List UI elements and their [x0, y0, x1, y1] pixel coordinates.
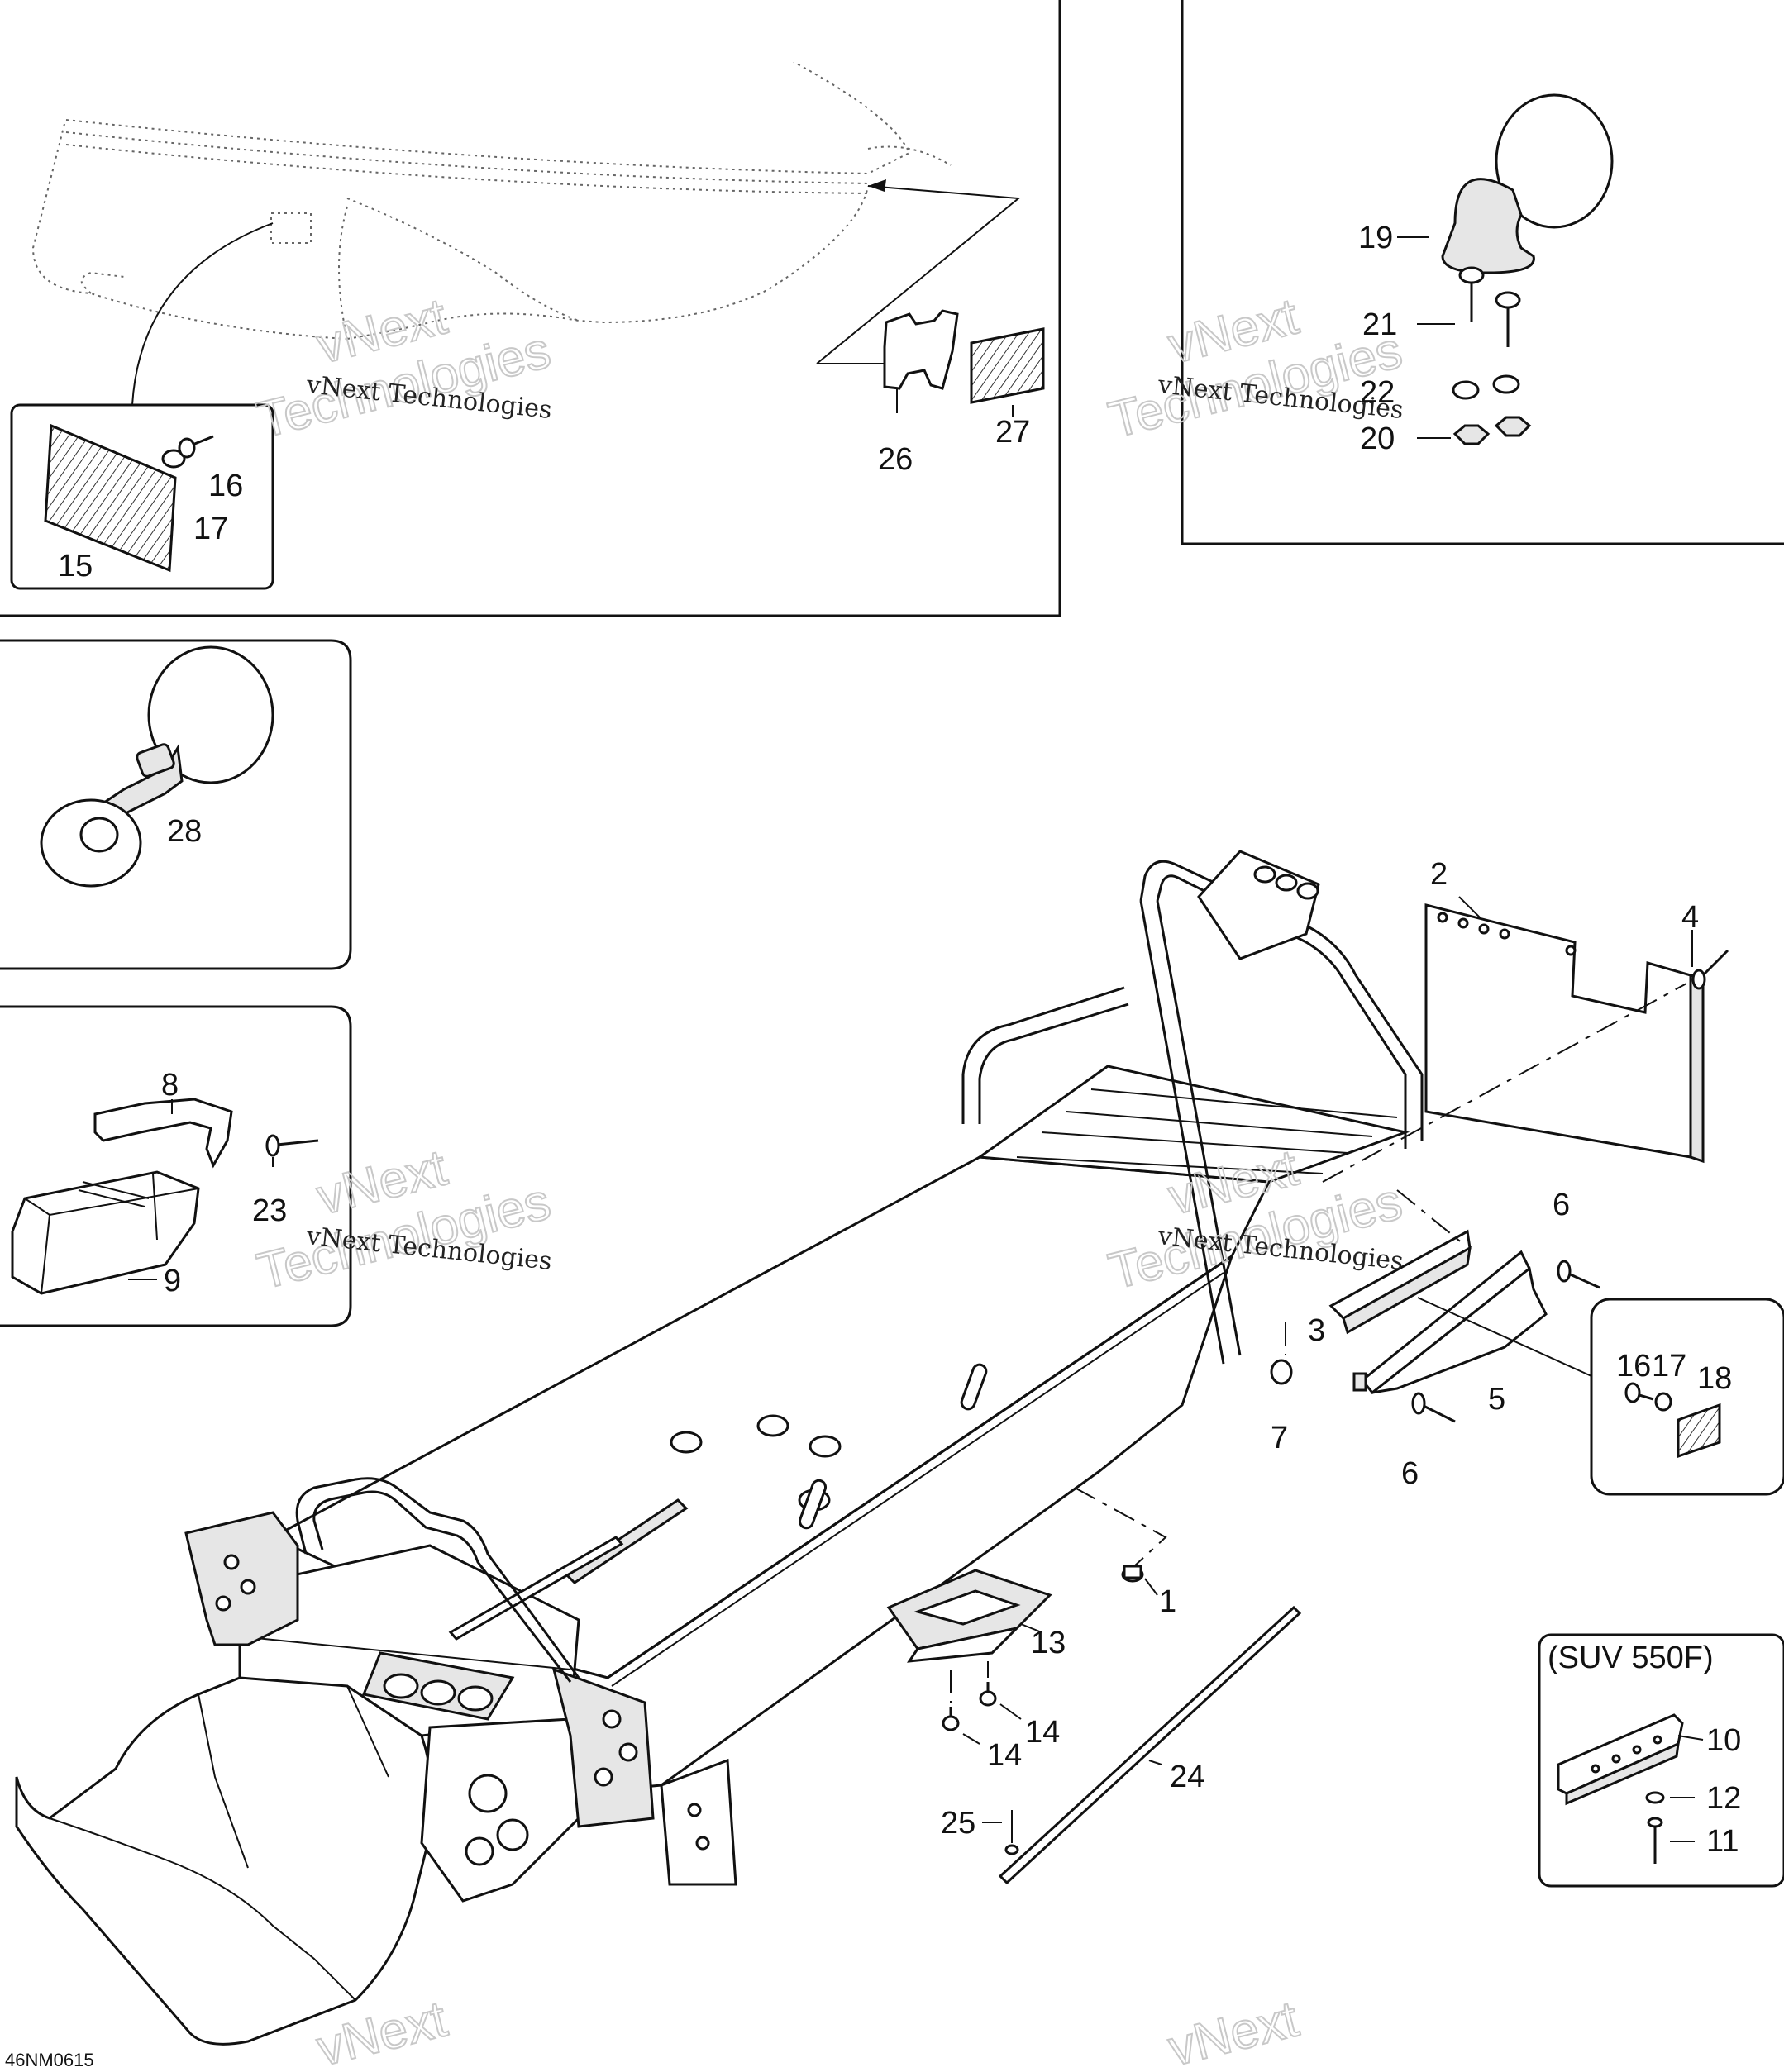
callout-14b: 14	[987, 1738, 1022, 1773]
callout-22: 22	[1360, 375, 1395, 410]
callout-24: 24	[1170, 1760, 1204, 1794]
callout-5: 5	[1488, 1382, 1505, 1417]
model-label: (SUV 550F)	[1548, 1641, 1714, 1675]
callout-11: 11	[1706, 1824, 1739, 1859]
tail-light-9	[11, 1170, 200, 1295]
washer-17	[161, 449, 186, 469]
rivet-25	[1004, 1810, 1019, 1855]
rear-flap-2	[1424, 903, 1705, 1164]
mud-flap-5	[1352, 1250, 1548, 1395]
leader-to-inset-reflector	[1417, 1297, 1592, 1377]
callout-12: 12	[1706, 1781, 1741, 1816]
hood-outline	[31, 61, 952, 340]
callout-18: 18	[1697, 1361, 1732, 1396]
screw-16	[178, 435, 214, 459]
leader-1	[1144, 1578, 1158, 1596]
inset-suv	[1538, 1633, 1784, 1888]
callout-3: 3	[1308, 1313, 1325, 1348]
callout-4: 4	[1681, 900, 1699, 935]
arrow-head	[868, 179, 886, 192]
watermark-1: vNext Technologies vNext Technologies	[251, 287, 557, 450]
callout-16: 16	[208, 469, 243, 503]
plug-1	[1121, 1565, 1144, 1583]
screw-16-inset	[1624, 1382, 1654, 1403]
screw-14-a	[979, 1661, 997, 1707]
bracket-26	[883, 309, 959, 413]
inset-top-left	[0, 0, 1061, 617]
reflector-15	[44, 423, 177, 573]
washers-22	[1452, 374, 1520, 400]
dash-guide-2	[1322, 983, 1687, 1183]
rivet-23	[265, 1134, 319, 1157]
callout-23: 23	[252, 1193, 287, 1228]
mirror-19	[1441, 93, 1614, 274]
svg-text:vNext: vNext	[1163, 1990, 1304, 2072]
inset-horn	[0, 639, 352, 970]
rail-strip-24	[998, 1605, 1302, 1885]
inset-light	[0, 1005, 352, 1327]
leader-2	[1458, 896, 1482, 920]
callout-14a: 14	[1025, 1715, 1060, 1750]
callout-2: 2	[1430, 857, 1448, 892]
drawing-code: 46NM0615	[5, 2050, 94, 2070]
screw-14-b	[942, 1670, 960, 1731]
washer-7	[1270, 1359, 1293, 1385]
inset-reflector	[1590, 1298, 1784, 1496]
callout-6-lower: 6	[1401, 1456, 1419, 1491]
callout-20: 20	[1360, 422, 1395, 456]
rivet-6-upper	[1557, 1260, 1600, 1289]
horn-28	[40, 645, 274, 888]
rivet-4	[1691, 949, 1729, 990]
guard-13	[886, 1569, 1052, 1663]
callout-26: 26	[878, 442, 913, 477]
leader-14a	[999, 1703, 1022, 1720]
callout-21: 21	[1362, 307, 1397, 342]
reflector-27	[970, 327, 1045, 404]
callout-19: 19	[1358, 221, 1393, 255]
callout-15: 15	[58, 549, 93, 583]
inset-top-right	[1181, 0, 1784, 545]
reflector-18	[1677, 1403, 1721, 1459]
leader-24	[1148, 1760, 1162, 1765]
bracket-3	[1328, 1229, 1472, 1335]
nuts-20	[1452, 416, 1532, 445]
callout-25: 25	[941, 1806, 975, 1841]
bracket-8	[93, 1098, 233, 1169]
leader-14b	[962, 1733, 980, 1745]
screws-21	[1458, 266, 1521, 347]
washer-17-inset	[1654, 1392, 1672, 1412]
callout-13: 13	[1031, 1626, 1066, 1660]
callout-labels: 1 2 3 4 5 6 6 7 8 9 10 11 12 13 14 14 15…	[58, 221, 1741, 1859]
leader-10	[1677, 1735, 1704, 1741]
callout-16-inset: 16	[1616, 1349, 1651, 1384]
callout-28: 28	[167, 814, 202, 849]
callout-27: 27	[995, 415, 1030, 450]
watermark-6: vNext	[1162, 1989, 1305, 2072]
callout-17: 17	[193, 512, 228, 546]
rivet-6-lower	[1411, 1392, 1456, 1423]
callout-8: 8	[161, 1068, 179, 1103]
leader-hood-to-bracket	[816, 185, 1021, 364]
callout-6-upper: 6	[1553, 1188, 1570, 1222]
leader-hood-to-reflector	[131, 222, 274, 406]
dash-guide-1	[1074, 1487, 1167, 1567]
leader-13	[1020, 1623, 1042, 1633]
bracket-10	[1557, 1713, 1684, 1806]
callout-10: 10	[1706, 1723, 1741, 1758]
watermark-3: vNext Technologies vNext Technologies	[251, 1138, 557, 1301]
callout-7: 7	[1271, 1421, 1288, 1455]
washer-12	[1645, 1791, 1665, 1804]
dash-guide-3	[1396, 1189, 1464, 1245]
chassis-frame	[15, 850, 1424, 2046]
callout-17-inset: 17	[1652, 1349, 1686, 1384]
callout-9: 9	[164, 1264, 181, 1298]
rivet-11	[1647, 1817, 1663, 1864]
callout-1: 1	[1159, 1584, 1176, 1619]
